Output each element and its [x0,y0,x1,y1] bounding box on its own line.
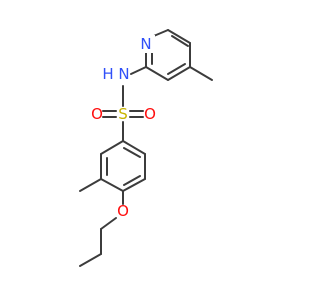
ether-oxygen-label: O [117,202,129,220]
amine-hydrogen-label: H [102,65,113,83]
molecule-diagram: N N H S O O O [79,29,213,267]
sulfur-label: S [118,105,128,123]
atom-labels: N N H S O O O [91,35,156,220]
sulfonamide-bonds [102,66,147,142]
sulfonyl-oxygen-right-label: O [144,105,156,123]
propoxy-chain [79,190,124,267]
amine-nitrogen-label: N [118,65,129,83]
benzene-ring [79,140,146,192]
sulfonyl-oxygen-left-label: O [91,105,103,123]
pyridine-nitrogen-label: N [140,35,151,53]
pyridine-ring [145,29,213,81]
